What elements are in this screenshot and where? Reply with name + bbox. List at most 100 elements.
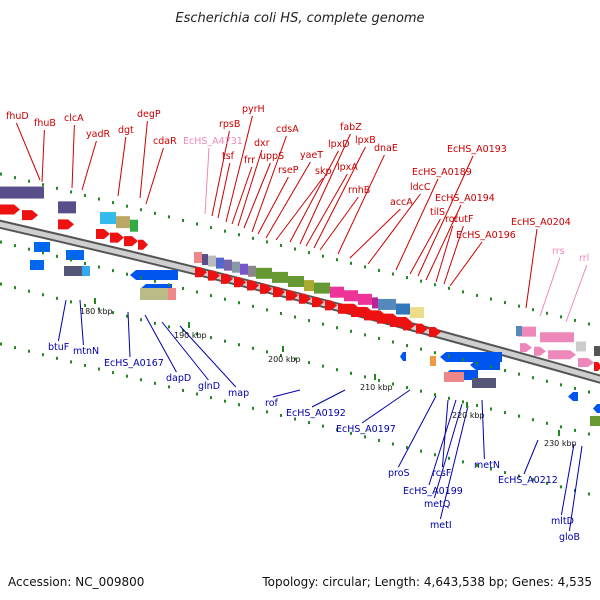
- leader-line: [179, 325, 237, 388]
- gene-block: [516, 326, 522, 336]
- tick-mark: [42, 251, 44, 255]
- tick-mark: [0, 240, 2, 244]
- leader-line: [319, 196, 359, 251]
- tick-mark: [28, 349, 30, 353]
- scale-label: 210 kbp: [360, 383, 393, 392]
- tick-mark: [28, 247, 30, 251]
- tick-mark: [560, 485, 562, 489]
- tick-mark: [378, 336, 380, 340]
- tick-mark: [364, 333, 366, 337]
- gene-block: [248, 265, 256, 277]
- tick-mark: [126, 314, 128, 318]
- tick-mark: [392, 442, 394, 446]
- leader-line: [433, 403, 463, 499]
- tick-mark: [238, 343, 240, 347]
- forward-gene-arrow: [138, 239, 148, 250]
- scale-label: 220 kbp: [452, 411, 485, 420]
- reverse-gene-arrow: [400, 352, 406, 361]
- gene-label-skp: skp: [315, 166, 331, 177]
- tick-mark: [154, 211, 156, 215]
- tick-mark: [378, 378, 380, 382]
- tick-mark: [476, 463, 478, 467]
- gene-label-echs_a0189: EcHS_A0189: [412, 167, 472, 178]
- leader-line: [275, 177, 324, 241]
- leader-line: [409, 218, 441, 275]
- tick-mark: [420, 449, 422, 453]
- tick-mark: [70, 300, 72, 304]
- reverse-gene-arrow: [470, 360, 500, 370]
- tick-mark: [462, 400, 464, 404]
- tick-mark: [532, 478, 534, 482]
- tick-mark: [490, 407, 492, 411]
- gene-label-rnhb: rnhB: [348, 185, 370, 196]
- tick-mark: [322, 364, 324, 368]
- tick-mark: [434, 393, 436, 397]
- tick-mark: [126, 374, 128, 378]
- leader-line: [313, 146, 366, 249]
- leader-line: [305, 173, 348, 247]
- gene-label-yadr: yadR: [86, 129, 110, 140]
- scale-label: 180 kbp: [80, 307, 113, 316]
- tick-mark: [504, 301, 506, 305]
- tick-mark: [140, 378, 142, 382]
- tick-mark: [280, 353, 282, 357]
- scale-label: 230 kbp: [544, 439, 577, 448]
- leader-line: [71, 124, 75, 189]
- topology-summary: Topology: circular; Length: 4,643,538 bp…: [261, 575, 592, 589]
- tick-mark: [518, 474, 520, 478]
- tick-mark: [406, 386, 408, 390]
- leader-line: [560, 443, 575, 516]
- leader-line: [435, 225, 454, 283]
- scale-tick: [374, 374, 376, 380]
- tick-mark: [126, 272, 128, 276]
- forward-gene-arrow: [578, 357, 594, 367]
- tick-mark: [196, 332, 198, 336]
- tick-mark: [210, 336, 212, 340]
- scale-tick: [558, 430, 560, 436]
- leader-line: [523, 439, 539, 475]
- tick-mark: [28, 289, 30, 293]
- tick-mark: [350, 261, 352, 265]
- leader-line: [311, 389, 346, 408]
- tick-mark: [140, 318, 142, 322]
- tick-mark: [168, 325, 170, 329]
- tick-mark: [42, 293, 44, 297]
- tick-mark: [210, 396, 212, 400]
- gene-label-echs_a0196: EcHS_A0196: [456, 230, 516, 241]
- gene-label-pros: proS: [388, 468, 410, 479]
- tick-mark: [70, 190, 72, 194]
- gene-label-metq: metQ: [424, 499, 450, 510]
- tick-mark: [14, 346, 16, 350]
- forward-gene-arrow: [403, 320, 415, 331]
- tick-mark: [182, 328, 184, 332]
- tick-mark: [462, 358, 464, 362]
- gene-label-rpsb: rpsB: [219, 119, 240, 130]
- gene-block: [378, 298, 396, 310]
- tick-mark: [14, 244, 16, 248]
- gene-label-metn: metN: [474, 460, 500, 471]
- tick-mark: [574, 428, 576, 432]
- forward-gene-arrow: [260, 283, 272, 294]
- tick-mark: [420, 347, 422, 351]
- leader-line: [428, 399, 457, 486]
- tick-mark: [434, 351, 436, 355]
- tick-mark: [364, 265, 366, 269]
- tick-mark: [280, 243, 282, 247]
- leader-line: [425, 204, 462, 281]
- gene-label-meti: metI: [430, 520, 452, 531]
- tick-mark: [350, 371, 352, 375]
- tick-mark: [308, 251, 310, 255]
- leader-line: [161, 321, 209, 381]
- gene-label-dapd: dapD: [166, 373, 191, 384]
- tick-mark: [588, 432, 590, 436]
- tick-mark: [434, 283, 436, 287]
- tick-mark: [84, 303, 86, 307]
- reverse-gene-arrow: [568, 392, 578, 401]
- tick-mark: [476, 293, 478, 297]
- forward-gene-arrow: [221, 273, 233, 284]
- gene-label-echs_a0167: EcHS_A0167: [104, 358, 164, 369]
- tick-mark: [182, 218, 184, 222]
- tick-mark: [98, 197, 100, 201]
